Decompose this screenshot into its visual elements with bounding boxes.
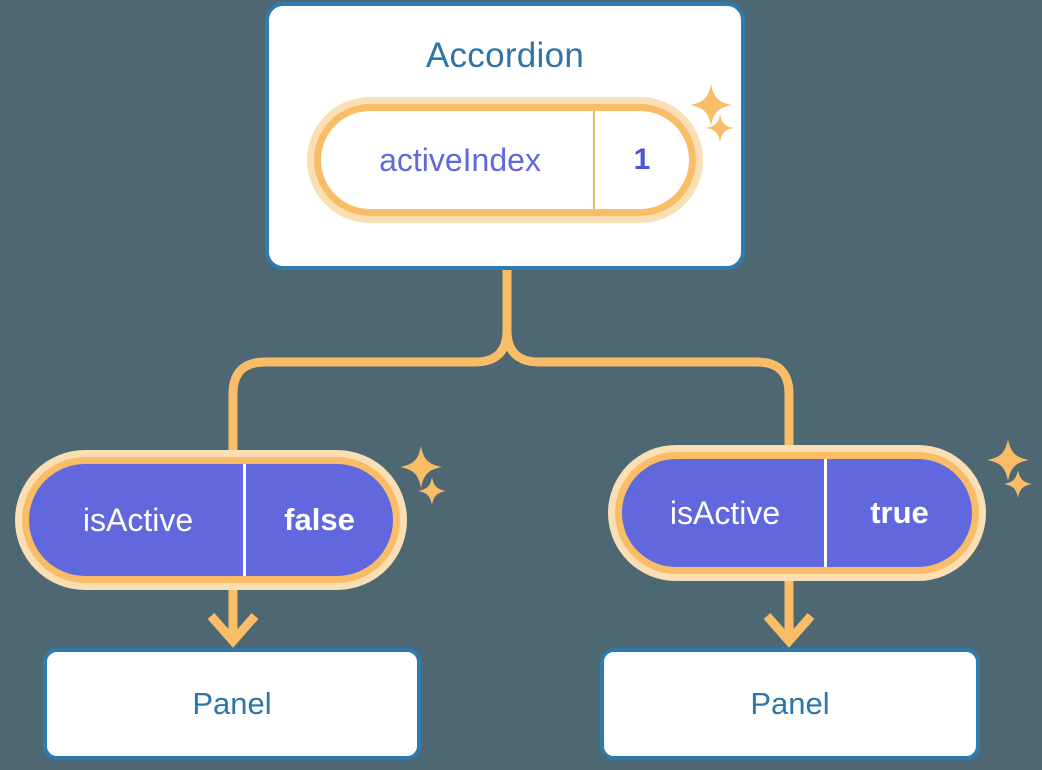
sparkle-icon-small (418, 477, 446, 505)
state-value-label: false (243, 464, 393, 576)
state-key-label: activeIndex (379, 141, 541, 178)
chip-body: isActive false (29, 464, 393, 576)
sparkle-icon-small (1004, 470, 1032, 498)
chip-body: isActive true (622, 459, 972, 567)
sparkle-icon (400, 446, 442, 488)
state-key-label: isActive (82, 501, 194, 538)
page-title: Accordion (425, 36, 585, 75)
branch-line-left (228, 265, 512, 457)
component-card-panel-right[interactable]: Panel (600, 648, 980, 760)
sparkle-icon (987, 439, 1029, 481)
branch-line-right (502, 265, 794, 457)
state-value-label: true (824, 459, 972, 567)
chip-body: activeIndex 1 (321, 111, 689, 209)
arrow-head-right (763, 613, 815, 648)
state-value-label: 1 (593, 111, 689, 209)
arrow-head-left (207, 613, 259, 648)
panel-title: Panel (750, 686, 830, 721)
state-chip-is-active-right[interactable]: isActive true (608, 445, 986, 581)
panel-title: Panel (192, 686, 272, 721)
state-chip-is-active-left[interactable]: isActive false (15, 450, 407, 590)
state-chip-active-index[interactable]: activeIndex 1 (307, 97, 703, 223)
component-card-panel-left[interactable]: Panel (43, 648, 421, 760)
state-key-label: isActive (669, 494, 781, 531)
